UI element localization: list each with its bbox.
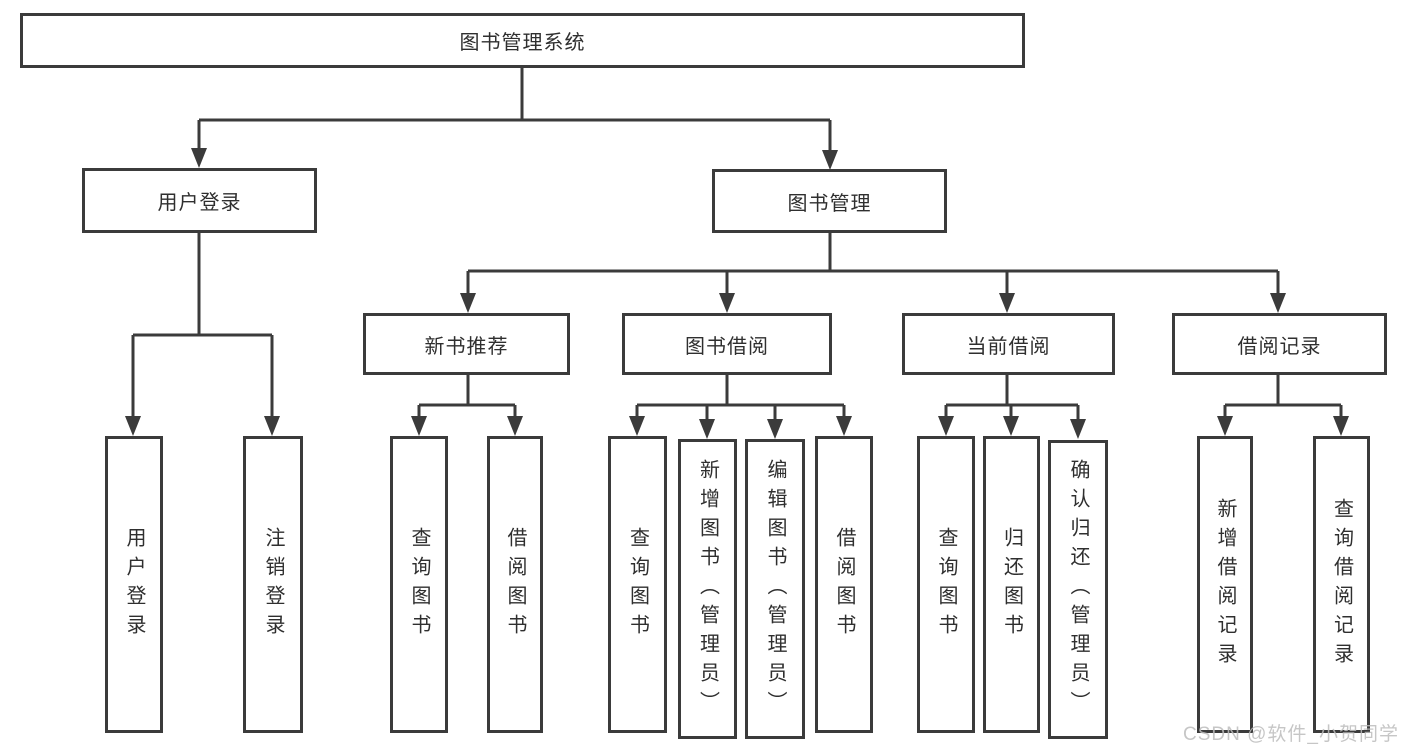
leaf-return-books: 归还图书 bbox=[983, 436, 1040, 733]
leaf-add-books-admin: 新增图书（管理员） bbox=[678, 439, 737, 739]
leaf-edit-books-admin: 编辑图书（管理员） bbox=[745, 439, 805, 739]
leaf-recommend-query-books: 查询图书 bbox=[390, 436, 448, 733]
leaf-logout: 注销登录 bbox=[243, 436, 303, 733]
watermark: CSDN @软件_小贺同学 bbox=[1183, 724, 1399, 745]
leaf-user-login: 用户登录 bbox=[105, 436, 163, 733]
node-user-login: 用户登录 bbox=[82, 168, 317, 233]
leaf-confirm-return-admin: 确认归还（管理员） bbox=[1048, 440, 1108, 739]
node-book-management: 图书管理 bbox=[712, 169, 947, 233]
leaf-current-query-books: 查询图书 bbox=[917, 436, 975, 733]
leaf-add-borrow-record: 新增借阅记录 bbox=[1197, 436, 1253, 733]
leaf-borrow-query-books: 查询图书 bbox=[608, 436, 667, 733]
node-book-borrow: 图书借阅 bbox=[622, 313, 832, 375]
node-root-system: 图书管理系统 bbox=[20, 13, 1025, 68]
node-current-borrow: 当前借阅 bbox=[902, 313, 1115, 375]
leaf-recommend-borrow-books: 借阅图书 bbox=[487, 436, 543, 733]
node-borrow-records: 借阅记录 bbox=[1172, 313, 1387, 375]
leaf-query-borrow-record: 查询借阅记录 bbox=[1313, 436, 1370, 733]
node-new-book-recommend: 新书推荐 bbox=[363, 313, 570, 375]
leaf-borrow-books: 借阅图书 bbox=[815, 436, 873, 733]
